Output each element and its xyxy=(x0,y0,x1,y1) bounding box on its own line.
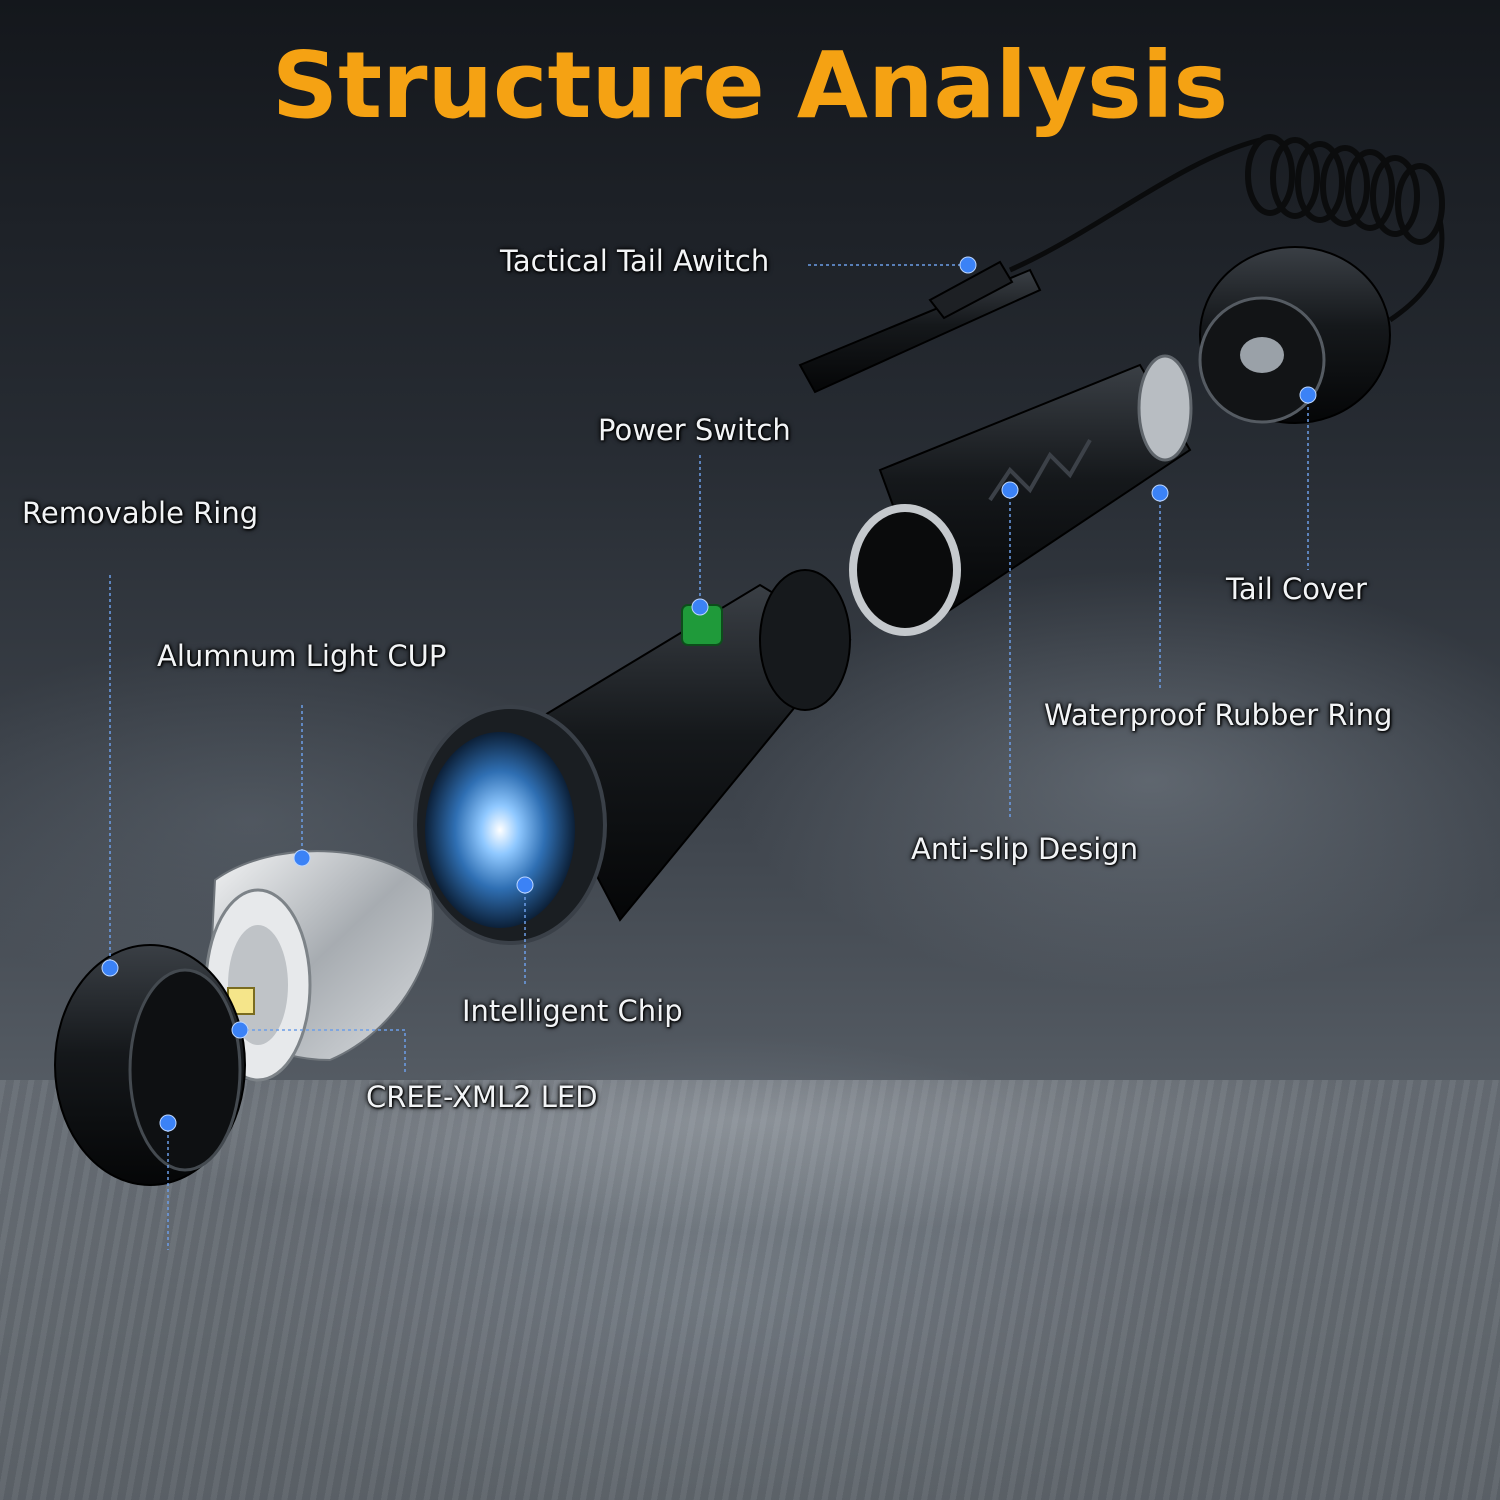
label-waterproof-rubber-ring: Waterproof Rubber Ring xyxy=(1044,698,1393,732)
label-tactical-tail-switch: Tactical Tail Awitch xyxy=(500,244,770,278)
coiled-cable xyxy=(1008,134,1445,323)
label-aluminum-light-cup: Alumnum Light CUP xyxy=(157,639,447,673)
label-removable-ring: Removable Ring xyxy=(22,496,259,530)
removable-ring xyxy=(54,944,246,1186)
label-cree-led: CREE-XML2 LED xyxy=(366,1080,598,1114)
fog-floor xyxy=(0,1080,1500,1500)
page-title: Structure Analysis xyxy=(271,32,1229,139)
label-tail-cover: Tail Cover xyxy=(1226,572,1367,606)
leader-lines xyxy=(109,264,1309,1250)
label-anti-slip-design: Anti-slip Design xyxy=(911,832,1139,866)
label-power-switch: Power Switch xyxy=(598,413,791,447)
label-intelligent-chip: Intelligent Chip xyxy=(462,994,683,1028)
flashlight-head xyxy=(413,569,852,945)
body-tube xyxy=(849,354,1193,636)
tactical-tail-switch-pad xyxy=(798,260,1042,394)
tail-cover xyxy=(1198,246,1391,424)
callout-dots xyxy=(101,256,1317,1132)
aluminum-light-cup xyxy=(204,850,434,1082)
